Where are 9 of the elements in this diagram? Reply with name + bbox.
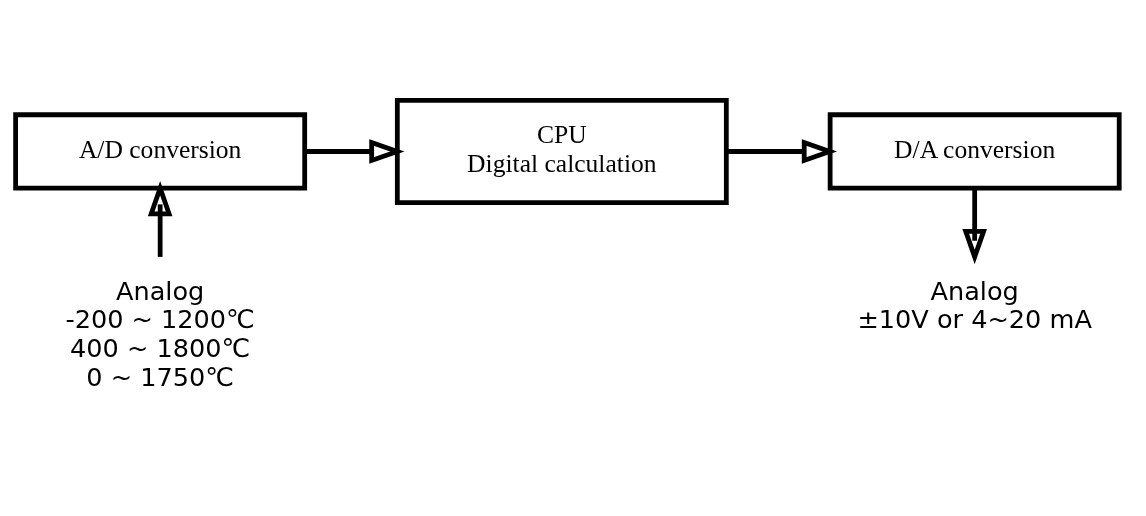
arrow (305, 138, 405, 164)
arrow (147, 180, 173, 257)
arrow (726, 138, 837, 164)
node-box: A/D conversion (13, 111, 308, 191)
node-text: Analog ±10V or 4~20 mA (857, 275, 1092, 334)
node-box: D/A conversion (827, 111, 1122, 191)
node-box: CPU Digital calculation (394, 97, 729, 205)
arrow (962, 187, 987, 264)
node-text: Analog -200 ~ 1200℃ 400 ~ 1800℃ 0 ~ 1750℃ (65, 275, 255, 392)
